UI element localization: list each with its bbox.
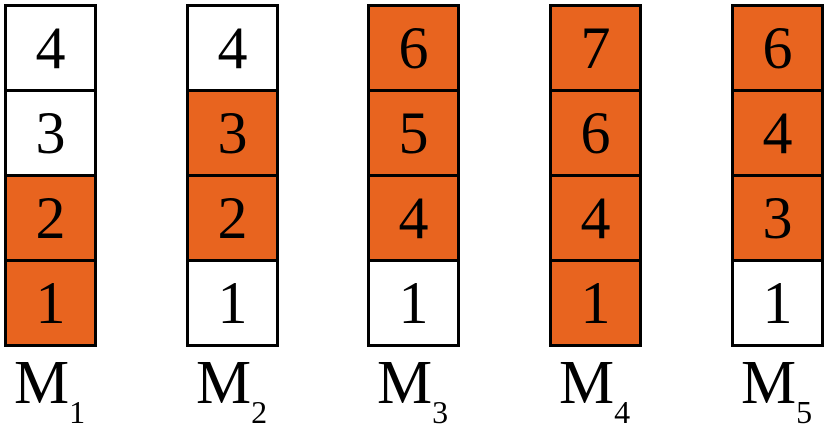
machine-label-name: M	[377, 349, 433, 417]
machine-label-m1: M1	[14, 352, 85, 432]
stack-cell: 3	[186, 89, 279, 177]
stack-cell: 2	[186, 174, 279, 262]
machine-label-m4: M4	[559, 352, 630, 432]
stack-cell: 1	[4, 259, 97, 347]
stack-cell: 1	[186, 259, 279, 347]
stack-m4: 7 6 4 1	[549, 4, 642, 347]
stack-cell: 1	[549, 259, 642, 347]
stack-cell: 6	[367, 4, 460, 92]
stack-cell: 1	[367, 259, 460, 347]
machine-label-m3: M3	[377, 352, 448, 432]
stack-cell: 7	[549, 4, 642, 92]
machine-label-name: M	[559, 349, 615, 417]
stack-cell: 6	[549, 89, 642, 177]
stack-cell: 5	[367, 89, 460, 177]
stack-m2: 4 3 2 1	[186, 4, 279, 347]
machine-label-m2: M2	[196, 352, 267, 432]
stack-m1: 4 3 2 1	[4, 4, 97, 347]
stack-cell: 3	[4, 89, 97, 177]
stack-cell: 4	[549, 174, 642, 262]
machine-label-subscript: 4	[614, 394, 631, 430]
stack-cell: 3	[731, 174, 824, 262]
machine-label-name: M	[741, 349, 797, 417]
machine-label-subscript: 2	[251, 394, 268, 430]
stack-m5: 6 4 3 1	[731, 4, 824, 347]
machine-label-subscript: 5	[796, 394, 813, 430]
stack-cell: 4	[731, 89, 824, 177]
stack-cell: 6	[731, 4, 824, 92]
machine-label-subscript: 1	[69, 394, 86, 430]
machine-label-subscript: 3	[432, 394, 449, 430]
machine-label-name: M	[14, 349, 70, 417]
machine-label-m5: M5	[741, 352, 812, 432]
stack-cell: 4	[367, 174, 460, 262]
stack-cell: 1	[731, 259, 824, 347]
stack-cell: 4	[4, 4, 97, 92]
machine-label-name: M	[196, 349, 252, 417]
stack-cell: 4	[186, 4, 279, 92]
stack-m3: 6 5 4 1	[367, 4, 460, 347]
stack-cell: 2	[4, 174, 97, 262]
